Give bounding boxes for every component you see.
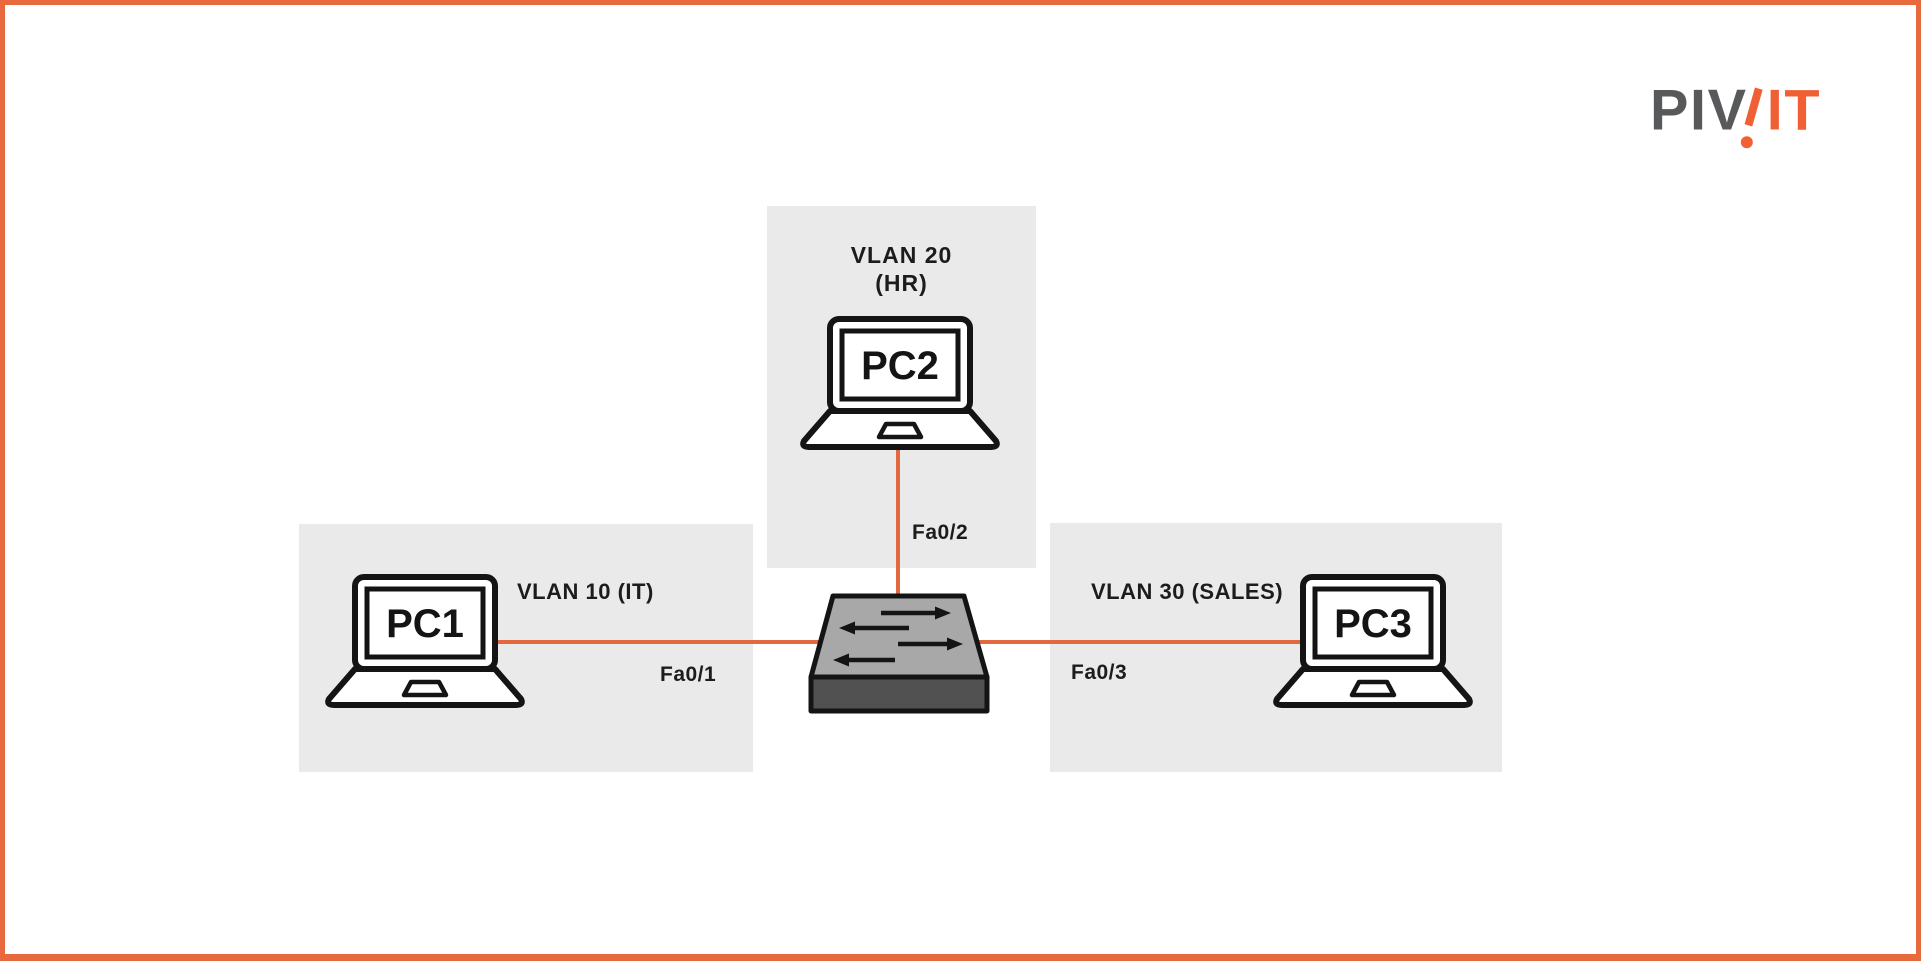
vlan20-label-line2: (HR) [875,270,928,296]
laptop-pc1-icon: PC1 [325,574,525,708]
laptop-screen [839,328,961,402]
vlan30-label: VLAN 30 (SALES) [1091,579,1284,604]
vlan20-label-line1: VLAN 20 [850,242,953,268]
laptop-touchpad [401,679,449,698]
pc3-label: PC3 [1334,602,1412,646]
logo-exclamation-dot [1740,136,1753,149]
logo-exclamation-slash [1744,87,1763,127]
laptop-touchpad [1349,679,1397,698]
cable-pc2-switch [896,448,900,597]
laptop-screen [364,586,486,660]
vlan20-label: VLAN 20 (HR) [767,241,1036,297]
logo-orange-text: IT [1767,78,1821,142]
cable-pc1-switch [496,640,825,644]
switch-front-face [808,674,990,714]
switch-icon [808,593,990,714]
port-label-fa0-1: Fa0/1 [660,663,717,686]
switch-traffic-arrows [833,606,963,667]
port-label-fa0-3: Fa0/3 [1071,661,1128,684]
vlan10-label: VLAN 10 (IT) [517,579,654,604]
switch-top-face [808,593,990,680]
pc2-label: PC2 [861,344,939,388]
port-label-fa0-2: Fa0/2 [912,521,969,544]
laptop-pc2-icon: PC2 [800,316,1000,450]
laptop-screen [1312,586,1434,660]
laptop-pc3-icon: PC3 [1273,574,1473,708]
laptop-touchpad [876,421,924,440]
pivit-logo: PIV IT [1650,78,1821,149]
logo-gray-text: PIV [1650,78,1748,142]
cable-switch-pc3 [973,640,1304,644]
pc1-label: PC1 [386,602,464,646]
